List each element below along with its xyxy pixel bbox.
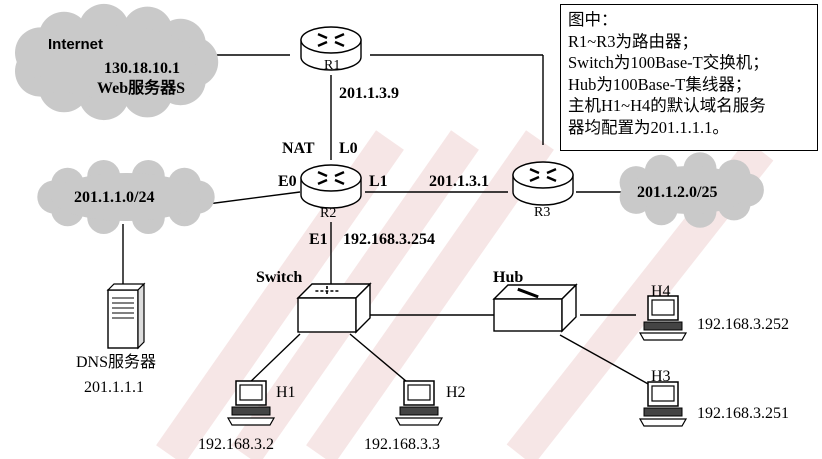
pc-screen	[651, 385, 675, 402]
l1-label: L1	[369, 173, 388, 190]
hub-arrow	[517, 287, 539, 299]
router-top	[300, 26, 362, 54]
router-arrow	[546, 175, 557, 182]
pc-keyboard	[638, 332, 688, 341]
pc-base	[643, 407, 683, 417]
dns-server-icon	[106, 282, 146, 350]
router-arrow	[317, 33, 328, 40]
router-arrow	[317, 171, 328, 178]
server-body	[107, 289, 139, 349]
legend-line: Hub为100Base-T集线器；	[568, 74, 752, 94]
box-side	[355, 282, 371, 334]
r2-name: R2	[320, 206, 337, 221]
link-hub-h3	[559, 334, 651, 386]
router-arrow	[334, 178, 345, 185]
lan-e0-network: 201.1.1.0/24	[74, 189, 155, 206]
internet-cloud	[15, 3, 219, 121]
hub-icon	[492, 283, 578, 333]
host-h1-icon	[226, 380, 276, 426]
dns-ip: 201.1.1.1	[84, 379, 144, 396]
legend-line: 主机H1~H4的默认域名服务	[568, 96, 766, 115]
switch-icon	[296, 282, 372, 334]
legend-line: 图中：	[568, 10, 618, 29]
pc-screen	[239, 384, 263, 401]
l0-label: L0	[339, 140, 358, 157]
h4-ip: 192.168.3.252	[697, 316, 789, 333]
box-front	[493, 298, 563, 332]
r1-name: R1	[324, 58, 341, 73]
router-arrow	[529, 175, 540, 182]
devices	[106, 26, 688, 427]
router-top	[300, 164, 362, 192]
router-arrow	[334, 171, 345, 178]
server-side	[137, 282, 145, 350]
link-switch-h2	[349, 333, 414, 388]
h2-name: H2	[446, 384, 466, 401]
h3-name: H3	[651, 368, 671, 385]
web-server-ip: 130.18.10.1	[104, 60, 180, 77]
hub-label: Hub	[493, 269, 524, 286]
e0-label: E0	[278, 173, 297, 190]
pc-base	[643, 321, 683, 331]
internet-label: Internet	[48, 36, 104, 53]
link-switch-h1	[244, 333, 301, 388]
web-server-label: Web服务器S	[97, 80, 186, 97]
link-lan-r2	[199, 191, 301, 206]
clouds	[15, 3, 764, 234]
router-r3-icon	[512, 161, 574, 206]
cloud-body	[51, 173, 201, 221]
nat-label: NAT	[282, 140, 315, 157]
h1-ip: 192.168.3.2	[198, 436, 274, 453]
r3-ip: 201.1.3.1	[429, 173, 489, 190]
host-h2-icon	[394, 380, 444, 426]
box-side	[561, 283, 577, 333]
host-h4-icon	[638, 295, 688, 341]
router-top	[512, 161, 574, 189]
lan-e0-cloud	[37, 160, 215, 234]
e1-ip: 192.168.3.254	[343, 231, 435, 248]
router-arrow	[334, 33, 345, 40]
legend-box: 图中： R1~R3为路由器； Switch为100Base-T交换机； Hub为…	[560, 4, 818, 151]
router-arrow	[529, 168, 540, 175]
h2-ip: 192.168.3.3	[364, 436, 440, 453]
router-arrow	[334, 40, 345, 47]
h3-ip: 192.168.3.251	[697, 405, 789, 422]
switch-label: Switch	[256, 269, 303, 286]
cloud-body	[34, 25, 196, 99]
pc-base	[399, 406, 439, 416]
h4-name: H4	[651, 283, 671, 300]
cloud-body	[630, 166, 750, 214]
h1-name: H1	[276, 384, 296, 401]
router-arrow	[317, 40, 328, 47]
legend-line: Switch为100Base-T交换机；	[568, 53, 769, 72]
router-arrow	[546, 168, 557, 175]
router-r1-icon	[300, 26, 362, 71]
lan-r3-network: 201.1.2.0/25	[637, 184, 718, 201]
pc-screen	[651, 299, 675, 316]
box-front	[297, 297, 357, 333]
r1-ip: 201.1.3.9	[339, 85, 399, 102]
e1-label: E1	[309, 231, 328, 248]
router-arrow	[317, 178, 328, 185]
links	[122, 54, 651, 388]
pc-keyboard	[226, 417, 276, 426]
pc-screen	[407, 384, 431, 401]
legend-line: 器均配置为201.1.1.1。	[568, 117, 729, 137]
host-h3-icon	[638, 381, 688, 427]
pc-base	[231, 406, 271, 416]
pc-keyboard	[638, 418, 688, 427]
lan-r3-cloud	[619, 152, 764, 228]
legend-line: R1~R3为路由器；	[568, 31, 698, 51]
r3-name: R3	[534, 205, 551, 220]
dns-label: DNS服务器	[76, 354, 157, 371]
router-r2-icon	[300, 164, 362, 209]
pc-keyboard	[394, 417, 444, 426]
